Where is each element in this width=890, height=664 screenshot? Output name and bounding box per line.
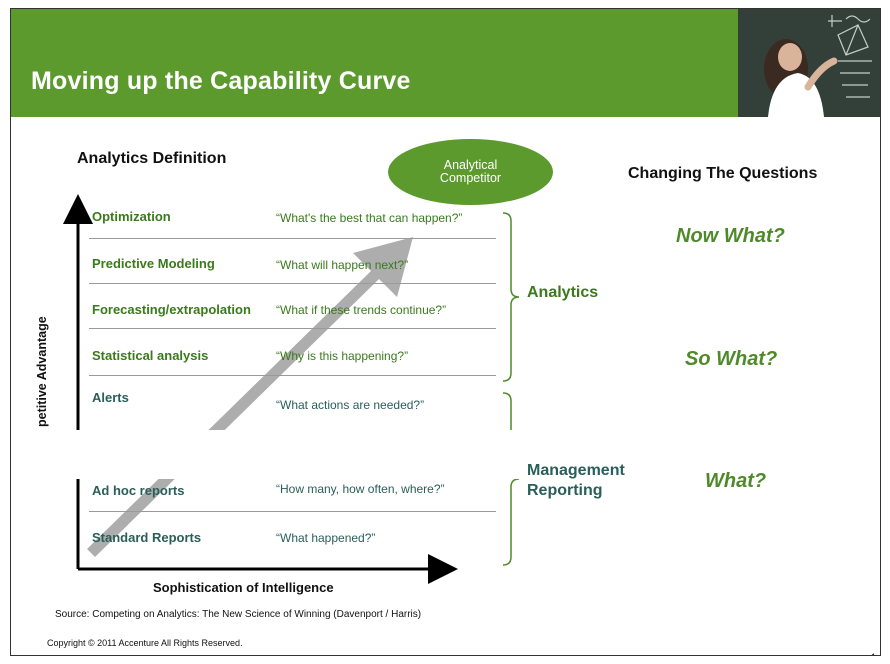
occluding-white-band (29, 430, 526, 479)
copyright-notice: Copyright © 2011 Accenture All Rights Re… (47, 638, 243, 648)
question-so-what: So What? (685, 348, 778, 370)
source-citation: Source: Competing on Analytics: The New … (55, 609, 422, 620)
group-label-mgmt-line-2: Reporting (527, 482, 603, 499)
analytical-competitor-oval: Analytical Competitor (388, 139, 553, 205)
row-question-alerts: “What actions are needed?” (276, 398, 425, 412)
row-divider (89, 328, 496, 329)
page-number: 1 (871, 652, 876, 655)
x-axis-label: Sophistication of Intelligence (153, 580, 334, 595)
group-label-mgmt-line-1: Management (527, 462, 625, 479)
row-label-optimization: Optimization (92, 209, 171, 224)
row-label-statistical-analysis: Statistical analysis (92, 348, 209, 363)
row-question-optimization: “What's the best that can happen?” (276, 211, 463, 225)
analytics-definition-heading: Analytics Definition (77, 150, 227, 167)
row-question-forecasting: “What if these trends continue?” (276, 303, 447, 317)
row-question-predictive-modeling: “What will happen next?” (276, 258, 409, 272)
slide: Moving up the Capability Curve Analytics (10, 8, 881, 656)
row-question-standard-reports: “What happened?” (276, 531, 376, 545)
row-question-statistical-analysis: “Why is this happening?” (276, 349, 409, 363)
row-label-predictive-modeling: Predictive Modeling (92, 256, 215, 271)
capability-diagram-graphics (63, 194, 520, 584)
row-divider (89, 511, 496, 512)
row-divider (89, 375, 496, 376)
row-label-standard-reports: Standard Reports (92, 530, 202, 545)
row-divider (89, 238, 496, 239)
slide-title: Moving up the Capability Curve (31, 67, 411, 95)
question-what: What? (705, 470, 767, 492)
question-now-what: Now What? (676, 225, 785, 247)
row-label-forecasting: Forecasting/extrapolation (92, 302, 251, 317)
changing-questions-heading: Changing The Questions (628, 165, 818, 182)
teacher-chalkboard-photo (738, 9, 880, 117)
row-question-ad-hoc-reports: “How many, how often, where?” (276, 482, 445, 496)
management-reporting-brace (502, 392, 520, 566)
row-label-alerts: Alerts (92, 390, 129, 405)
title-banner: Moving up the Capability Curve (11, 9, 880, 117)
group-label-management-reporting: Management Reporting (527, 461, 625, 501)
row-divider (89, 283, 496, 284)
group-label-analytics: Analytics (527, 284, 599, 301)
capability-growth-arrow (87, 237, 413, 557)
oval-line-1: Analytical (443, 158, 498, 172)
analytics-brace (502, 212, 520, 382)
oval-line-2: Competitor (439, 171, 502, 185)
y-axis-label-text: petitive Advantage (35, 316, 49, 427)
row-label-ad-hoc-reports: Ad hoc reports (92, 483, 185, 498)
